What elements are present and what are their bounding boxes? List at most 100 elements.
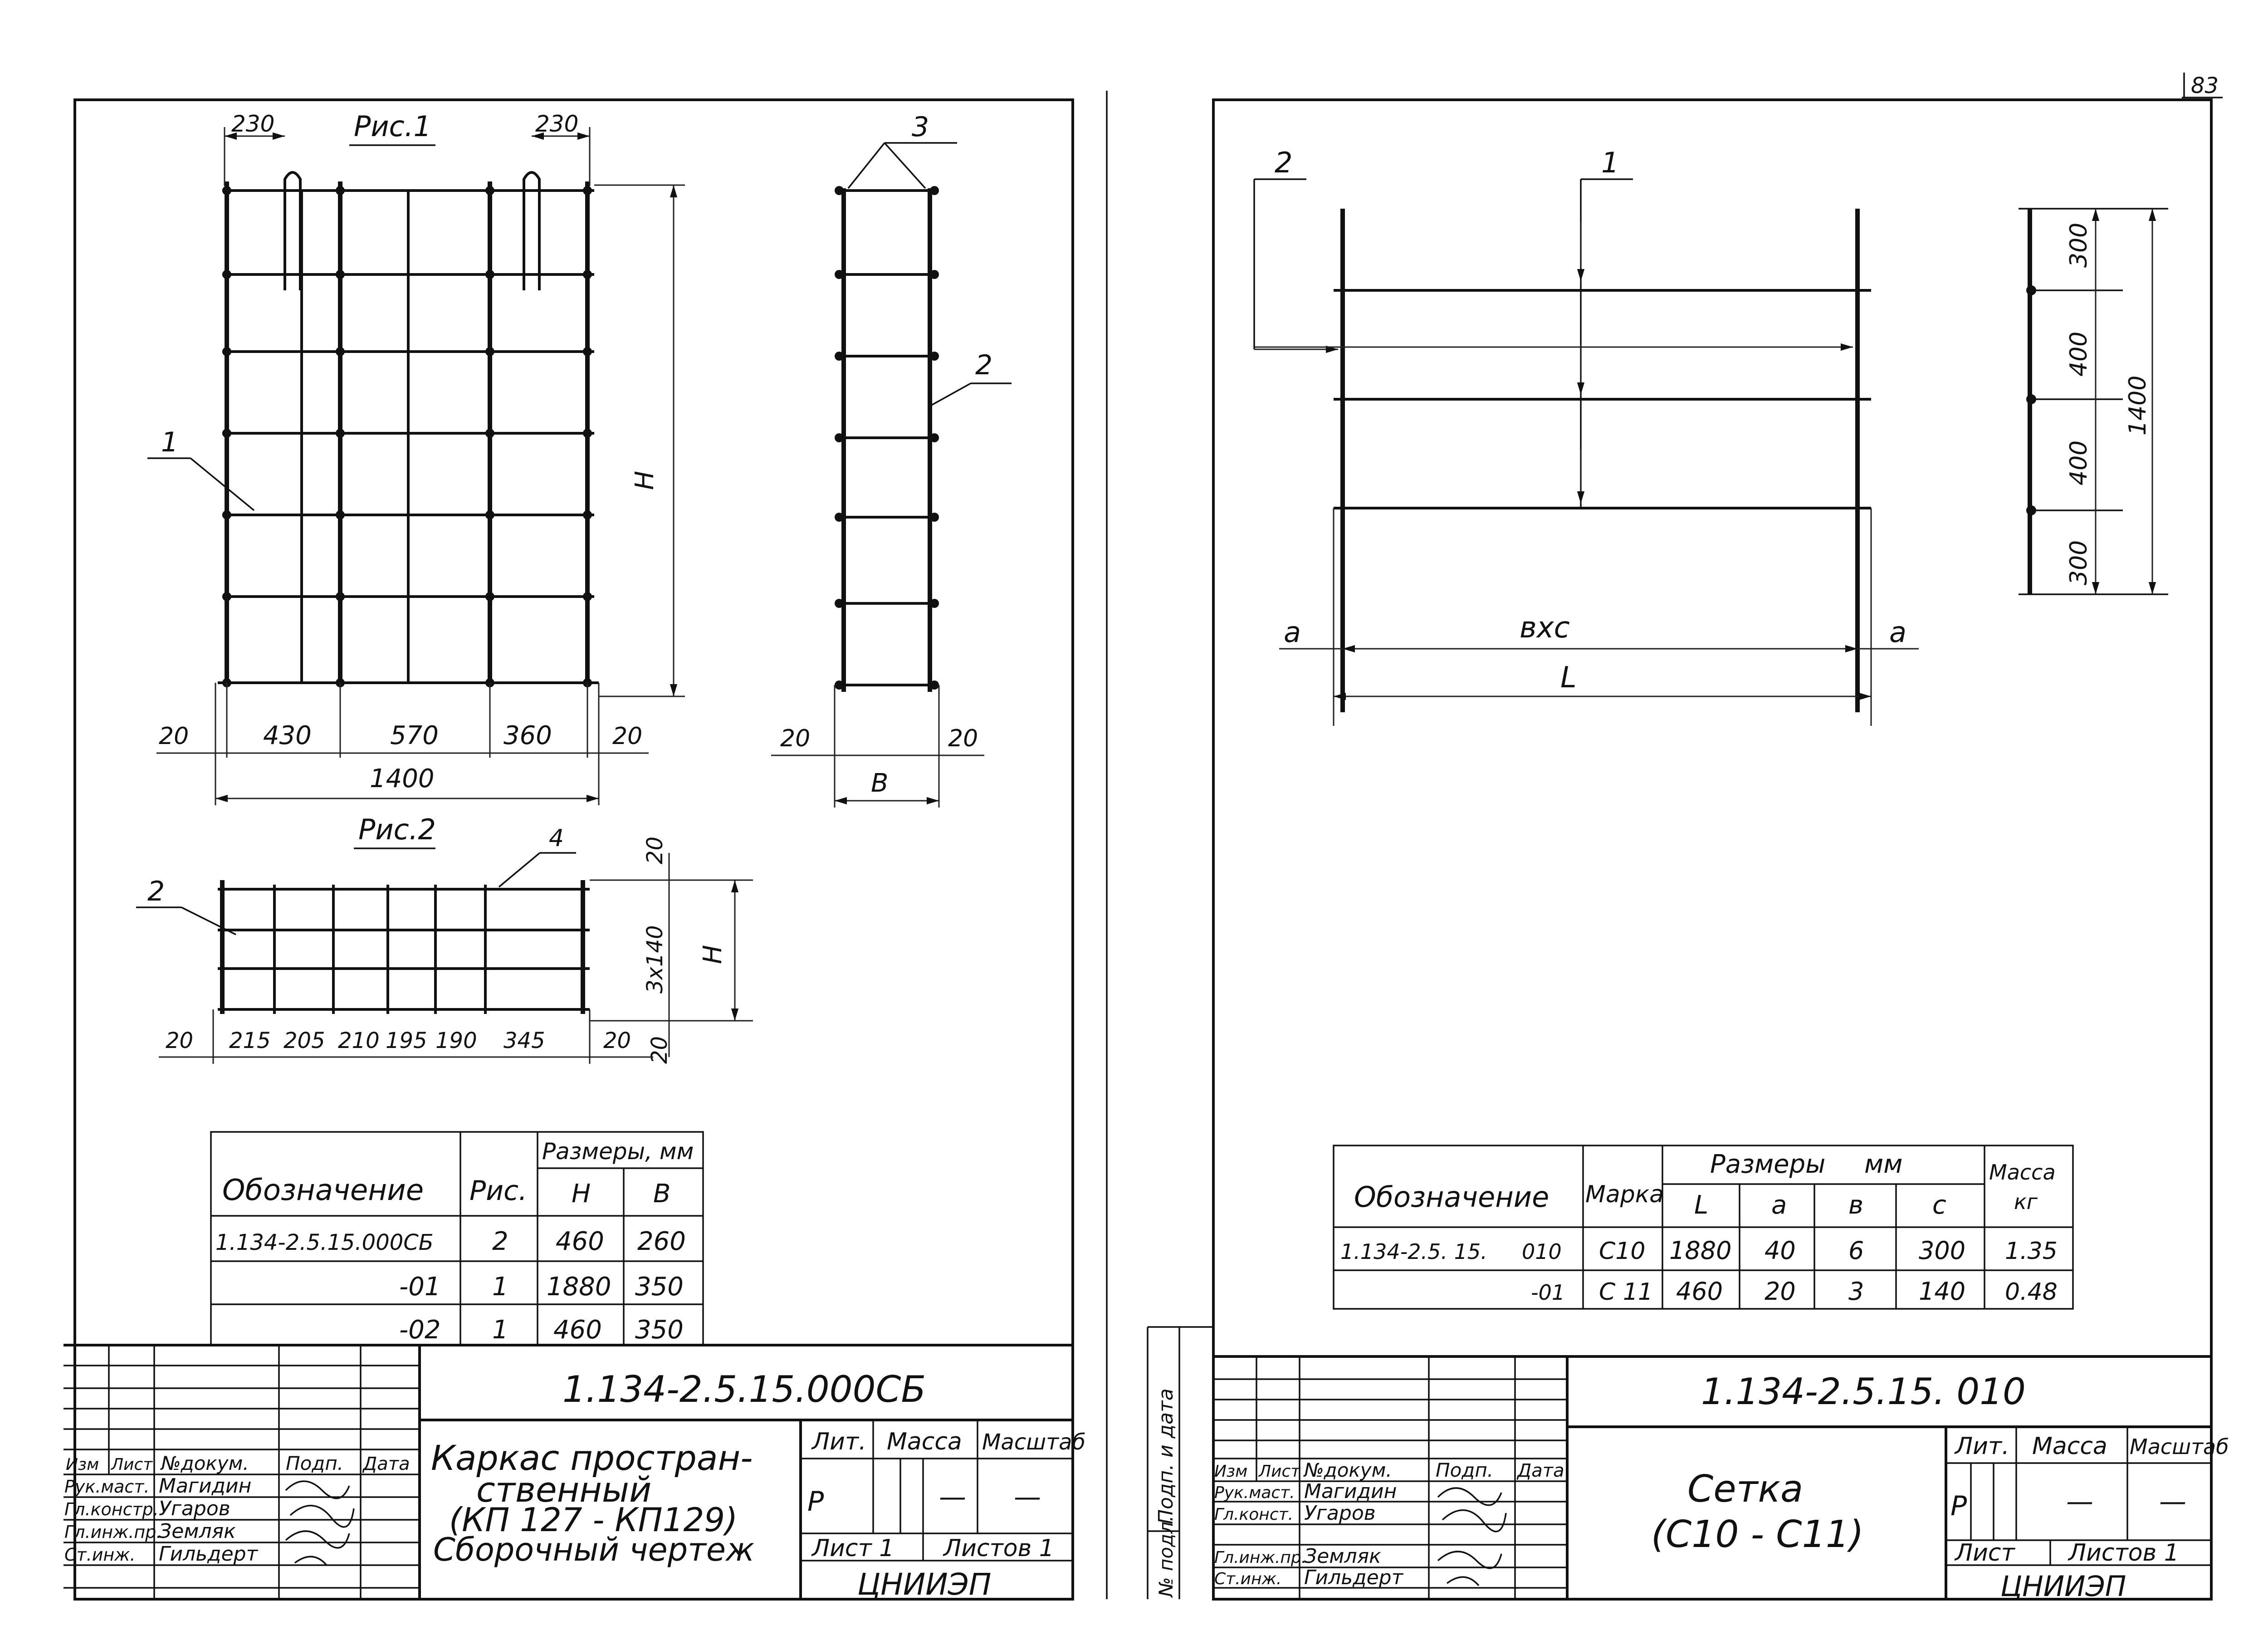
left-table-col-h: H xyxy=(572,1179,591,1209)
fig1-title: Рис.1 xyxy=(354,110,431,143)
left-name-3: Земляк xyxy=(159,1520,236,1543)
right-role-2: Гл.конст. xyxy=(1214,1505,1293,1524)
left-sheet-frame xyxy=(73,98,1074,1601)
left-head-izm: Изм xyxy=(66,1455,99,1474)
right-table-row2-v: 3 xyxy=(1848,1277,1864,1306)
right-table-col-designation: Обозначение xyxy=(1354,1180,1549,1214)
dim-text-360: 360 xyxy=(503,721,552,750)
left-lit-label: Лит. xyxy=(811,1428,866,1455)
right-role-4: Ст.инж. xyxy=(1214,1570,1281,1588)
fig2-dim-20-top: 20 xyxy=(642,837,668,864)
left-role-3: Гл.инж.пр. xyxy=(64,1522,161,1542)
fig2-dim-210: 210 xyxy=(338,1028,380,1053)
right-name-3: Земляк xyxy=(1304,1545,1381,1568)
left-spec-table: Обозначение Рис. Размеры, мм H B 1.134-2… xyxy=(210,1131,704,1346)
left-name-4: Гильдерт xyxy=(159,1542,259,1566)
right-head-date: Дата xyxy=(1516,1460,1564,1481)
fig2-dim-h: H xyxy=(698,945,728,964)
left-table-row3-h: 460 xyxy=(553,1315,602,1345)
left-table-col-sizes: Размеры, мм xyxy=(542,1138,694,1165)
mesh-dim-a-right: a xyxy=(1889,616,1906,649)
right-table-row2-suffix: -01 xyxy=(1531,1280,1565,1305)
left-head-date: Дата xyxy=(362,1454,410,1474)
right-sheet-frame xyxy=(1212,98,2213,1601)
right-name-4: Гильдерт xyxy=(1304,1566,1404,1589)
side-stamp-sign-date: Подп. и дата xyxy=(1154,1388,1178,1524)
mesh-side-dim-400-1: 400 xyxy=(2065,332,2092,377)
right-table-row1-suffix: 010 xyxy=(1522,1239,1562,1264)
dim-text-430: 430 xyxy=(263,721,312,750)
right-head-izm: Изм xyxy=(1214,1462,1247,1481)
left-role-2: Гл.констр. xyxy=(64,1499,159,1519)
right-title-code: 1.134-2.5.15. 010 xyxy=(1701,1371,2026,1413)
left-head-list: Лист xyxy=(110,1455,153,1474)
dim-text-230-right: 230 xyxy=(535,111,578,137)
left-mass-label: Масса xyxy=(887,1428,962,1455)
fig2-dim-20-bottom: 20 xyxy=(647,1036,672,1064)
right-mass-label: Масса xyxy=(2032,1433,2107,1460)
fig2-frame: Рис.2 2 4 xyxy=(136,813,753,1064)
mesh-callout-1: 1 xyxy=(1601,146,1619,179)
right-name-2: Угаров xyxy=(1304,1502,1376,1525)
mesh-dim-bxc: вхс xyxy=(1520,611,1570,645)
left-table-row2-fig: 1 xyxy=(492,1272,508,1302)
dim-text-20-right: 20 xyxy=(612,723,642,750)
left-sheet-label: Лист 1 xyxy=(811,1535,894,1562)
mesh-side-dim-1400: 1400 xyxy=(2124,376,2151,436)
page-number: 83 xyxy=(2191,73,2219,98)
side-dim-b: B xyxy=(871,769,888,798)
left-table-row2-designation: -01 xyxy=(399,1272,440,1302)
right-spec-table: Обозначение Марка Размеры мм L a в c Мас… xyxy=(1333,1145,2074,1310)
left-head-doc: №докум. xyxy=(160,1452,249,1474)
right-table-row1-a: 40 xyxy=(1765,1236,1796,1265)
left-table-col-fig: Рис. xyxy=(469,1175,527,1207)
dim-text-h: H xyxy=(630,471,660,490)
callout-3: 3 xyxy=(912,111,929,143)
fig2-dim-345: 345 xyxy=(503,1028,545,1053)
right-table-col-mass: Масса xyxy=(1989,1160,2056,1185)
right-table-row1-v: 6 xyxy=(1848,1236,1864,1265)
dim-text-1400: 1400 xyxy=(370,764,435,793)
fig2-dim-190: 190 xyxy=(435,1028,477,1053)
fig2-dim-195: 195 xyxy=(386,1028,427,1053)
fig2-dim-20-left: 20 xyxy=(166,1028,193,1053)
left-sheet: Рис. 1 xyxy=(64,91,1108,1602)
right-table-row2-mark: С 11 xyxy=(1599,1278,1653,1306)
right-role-1: Рук.маст. xyxy=(1214,1483,1295,1502)
left-table-row1-b: 260 xyxy=(637,1227,686,1256)
right-table-row1-l: 1880 xyxy=(1669,1236,1731,1265)
left-sheets-label: Листов 1 xyxy=(943,1535,1054,1562)
fig1-side-view: 3 2 20 20 B xyxy=(771,111,1012,808)
right-table-row1-mass: 1.35 xyxy=(2005,1238,2058,1265)
left-scale-value: — xyxy=(1014,1481,1041,1513)
fig2-dim-20-right: 20 xyxy=(603,1028,631,1053)
right-lit-value: Р xyxy=(1950,1490,1967,1522)
right-table-row1-mark: С10 xyxy=(1599,1238,1645,1265)
right-role-3: Гл.инж.пр. xyxy=(1214,1548,1306,1567)
left-table-row1-h: 460 xyxy=(556,1227,604,1256)
left-table-row1-fig: 2 xyxy=(492,1227,508,1256)
left-name-1: Магидин xyxy=(159,1474,251,1498)
left-signatures xyxy=(285,1480,355,1566)
left-name-2: Угаров xyxy=(159,1497,230,1520)
right-table-col-c: c xyxy=(1932,1190,1946,1220)
right-table-col-v: в xyxy=(1848,1190,1863,1220)
left-org: ЦНИИЭП xyxy=(857,1567,991,1602)
right-scale-label: Масштаб xyxy=(2130,1434,2229,1459)
left-head-sign: Подп. xyxy=(286,1452,343,1474)
right-side-stamp: Подп. и дата № подл. xyxy=(1147,1326,1213,1599)
right-title-name-1: Сетка xyxy=(1687,1468,1803,1511)
right-title-block: 1.134-2.5.15. 010 Сетка (С10 - С11) Изм … xyxy=(1213,1355,2229,1603)
mesh-dim-l: L xyxy=(1560,661,1577,695)
right-table-col-mark: Марка xyxy=(1585,1181,1664,1208)
left-table-row3-fig: 1 xyxy=(492,1315,508,1345)
right-table-col-mass-unit: кг xyxy=(2014,1190,2038,1214)
left-table-row2-h: 1880 xyxy=(547,1272,611,1302)
right-table-row2-c: 140 xyxy=(1919,1277,1965,1306)
right-head-doc: №докум. xyxy=(1303,1459,1392,1481)
fig2-dim-215: 215 xyxy=(229,1028,271,1053)
left-title-name-4: Сборочный чертеж xyxy=(433,1531,754,1568)
left-title-name-3: (КП 127 - КП129) xyxy=(449,1501,738,1539)
mesh-drawing: 1 2 a a вхс L xyxy=(1253,146,1919,726)
